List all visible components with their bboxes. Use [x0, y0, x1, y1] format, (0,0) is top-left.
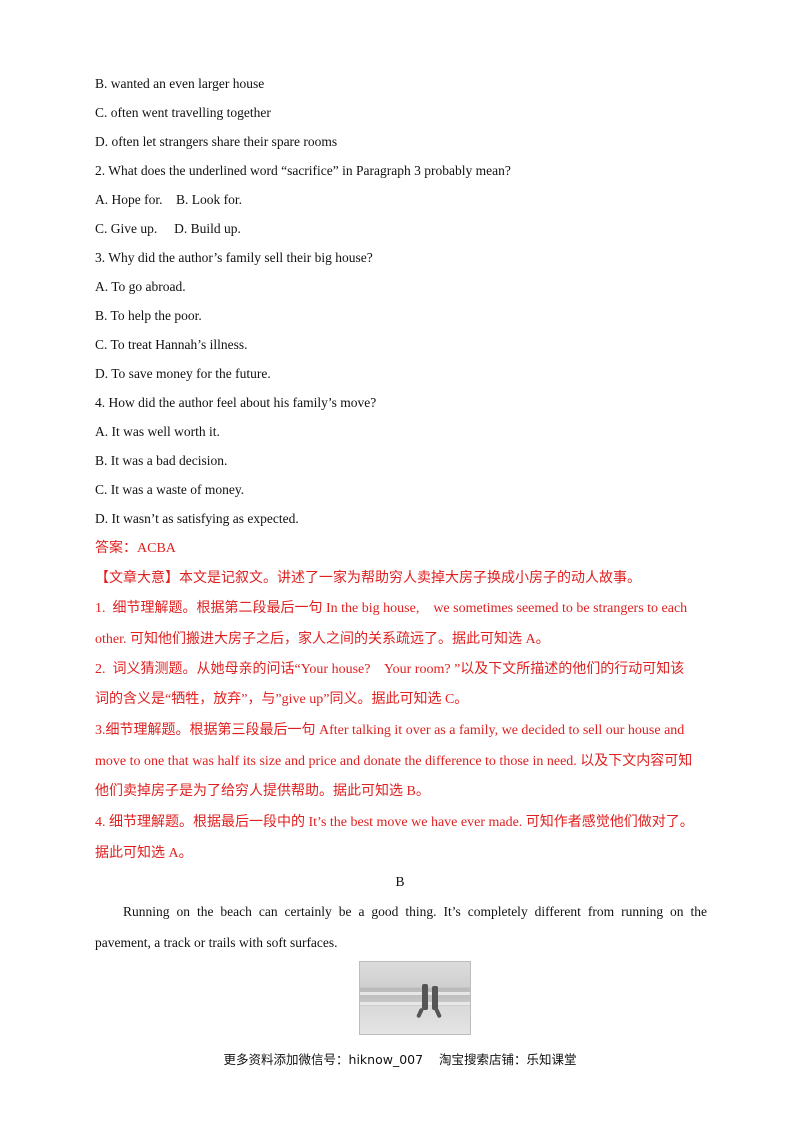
explanation-3-line2: move to one that was half its size and p… — [95, 754, 693, 769]
q1-option-c: C. often went travelling together — [95, 105, 271, 120]
q3-option-d: D. To save money for the future. — [95, 366, 271, 381]
footer-note: 更多资料添加微信号：hiknow_007 淘宝搜索店铺：乐知课堂 — [223, 1052, 577, 1067]
q4-option-a: A. It was well worth it. — [95, 424, 220, 439]
q1-option-b: B. wanted an even larger house — [95, 76, 265, 91]
explanation-1-line1: 1. 细节理解题。根据第二段最后一句 In the big house, we … — [95, 601, 688, 616]
explanation-3-line3: 他们卖掉房子是为了给穷人提供帮助。据此可知选 B。 — [95, 784, 430, 799]
q4-option-d: D. It wasn’t as satisfying as expected. — [95, 511, 299, 526]
explanation-4-line2: 据此可知选 A。 — [95, 846, 193, 861]
section-b-paragraph: Running on the beach can certainly be a … — [95, 904, 707, 950]
q3-option-c: C. To treat Hannah’s illness. — [95, 337, 248, 352]
explanation-1-line2: other. 可知他们搬进大房子之后，家人之间的关系疏远了。据此可知选 A。 — [95, 632, 550, 647]
q4-question: 4. How did the author feel about his fam… — [95, 395, 377, 410]
explanation-3-line1: 3.细节理解题。根据第三段最后一句 After talking it over … — [95, 723, 685, 738]
q4-option-b: B. It was a bad decision. — [95, 453, 228, 468]
beach-running-photo — [359, 961, 471, 1035]
q3-question: 3. Why did the author’s family sell thei… — [95, 250, 373, 265]
q2-options-ab: A. Hope for. B. Look for. — [95, 192, 242, 207]
explanation-4-line1: 4. 细节理解题。根据最后一段中的 It’s the best move we … — [95, 815, 694, 830]
explanation-2-line2: 词的含义是“牺牲，放弃”，与”give up”同义。据此可知选 C。 — [95, 692, 469, 707]
q3-option-a: A. To go abroad. — [95, 279, 186, 294]
q2-options-cd: C. Give up. D. Build up. — [95, 221, 241, 236]
answer-label: 答案：ACBA — [95, 541, 176, 556]
explanation-2-line1: 2. 词义猜测题。从她母亲的问话“Your house? Your room? … — [95, 662, 685, 677]
section-b-heading: B — [395, 874, 405, 889]
q3-option-b: B. To help the poor. — [95, 308, 202, 323]
q2-question: 2. What does the underlined word “sacrif… — [95, 163, 511, 178]
q1-option-d: D. often let strangers share their spare… — [95, 134, 338, 149]
q4-option-c: C. It was a waste of money. — [95, 482, 245, 497]
answer-summary: 【文章大意】本文是记叙文。讲述了一家为帮助穷人卖掉大房子换成小房子的动人故事。 — [95, 571, 641, 586]
